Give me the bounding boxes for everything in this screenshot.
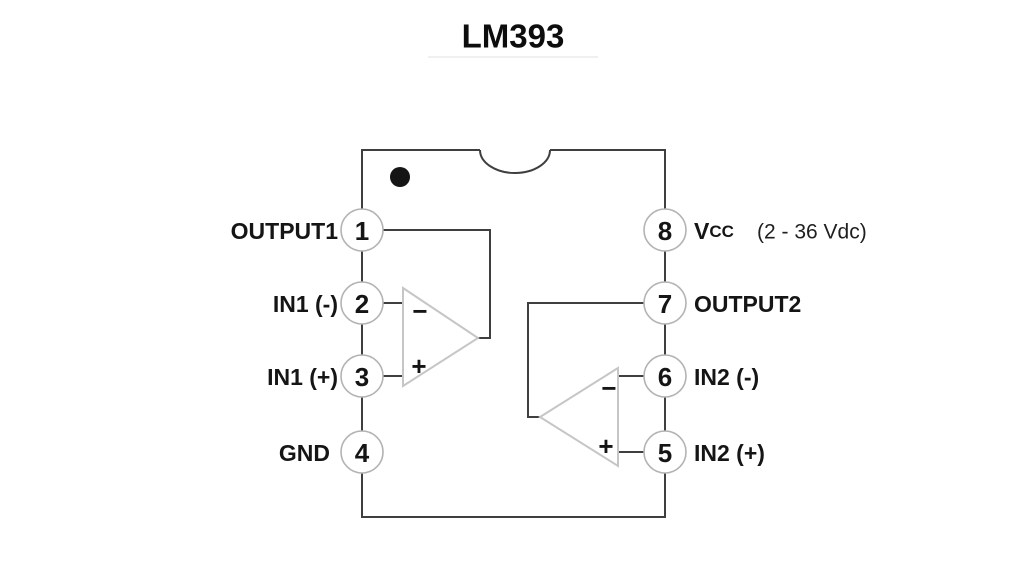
opamp1-noninverting-sign: + — [411, 351, 426, 381]
pin-number: 7 — [658, 289, 672, 319]
opamp1-inverting-sign: − — [412, 296, 427, 326]
pin-number: 1 — [355, 216, 369, 246]
pin-circle — [643, 354, 687, 398]
pin-number: 8 — [658, 216, 672, 246]
pin-number: 5 — [658, 438, 672, 468]
pin-label: OUTPUT2 — [694, 291, 801, 317]
pin-circle — [643, 281, 687, 325]
pin-circle — [340, 281, 384, 325]
pin-label: GND — [279, 440, 330, 466]
wire-pin7-to-opamp2-output — [527, 302, 665, 418]
ic-notch — [479, 149, 551, 174]
opamp1-triangle — [402, 286, 480, 388]
pin-circle — [340, 354, 384, 398]
pin-label: IN1 (+) — [267, 364, 338, 390]
vcc-range-note: (2 - 36 Vdc) — [757, 221, 867, 244]
pin-label: IN2 (+) — [694, 440, 765, 466]
wire-pin1-to-opamp1-output — [362, 229, 491, 339]
pin-5: 5 IN2 (+) — [643, 430, 765, 474]
pin-circle — [340, 430, 384, 474]
pin-6: 6 IN2 (-) — [643, 354, 759, 398]
pin-label: IN2 (-) — [694, 364, 759, 390]
pin-label-vcc: VCC — [694, 218, 734, 244]
pin-number: 3 — [355, 362, 369, 392]
pin-4: 4 GND — [279, 430, 384, 474]
pin-label: OUTPUT1 — [231, 218, 339, 244]
pin-circle — [643, 430, 687, 474]
vcc-sub: CC — [709, 222, 734, 241]
pin-number: 2 — [355, 289, 369, 319]
pin-label: IN1 (-) — [273, 291, 338, 317]
pin-1: 1 OUTPUT1 — [231, 208, 384, 252]
opamp2-triangle — [538, 366, 619, 468]
ic-body-outline — [361, 149, 666, 518]
opamp2: − + — [538, 366, 619, 468]
opamp2-inverting-sign: − — [601, 373, 616, 403]
opamp1: − + — [402, 286, 480, 388]
pin-7: 7 OUTPUT2 — [643, 281, 801, 325]
page-title: LM393 — [462, 18, 565, 55]
opamp2-noninverting-sign: + — [598, 431, 613, 461]
pin-circle — [643, 208, 687, 252]
pin-circle — [340, 208, 384, 252]
pin1-indicator-dot — [390, 167, 410, 187]
pin-2: 2 IN1 (-) — [273, 281, 384, 325]
vcc-main: V — [694, 218, 710, 244]
pin-8: 8 VCC (2 - 36 Vdc) — [643, 208, 867, 252]
pin-number: 4 — [355, 438, 370, 468]
pin-3: 3 IN1 (+) — [267, 354, 384, 398]
pin-number: 6 — [658, 362, 672, 392]
